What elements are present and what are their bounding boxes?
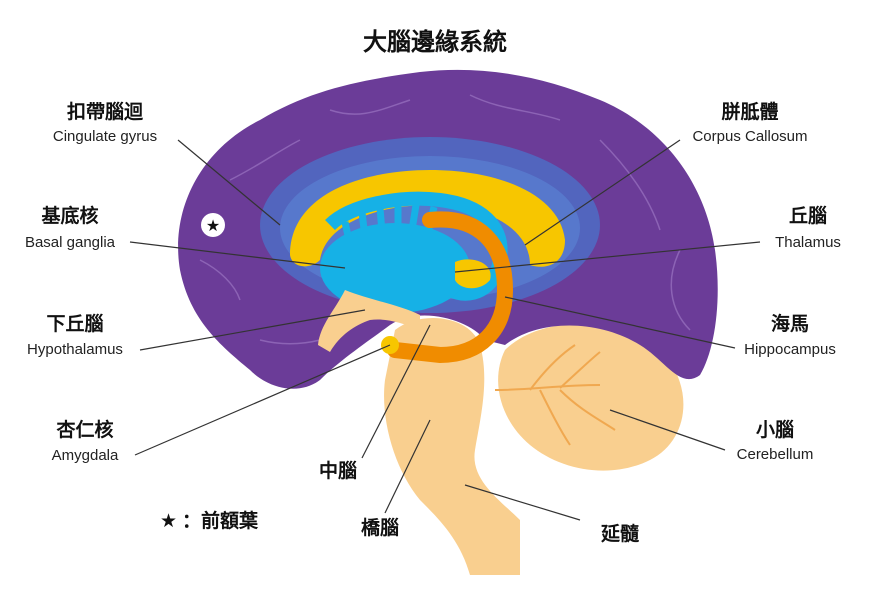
svg-text:Corpus Callosum: Corpus Callosum [692, 128, 807, 145]
label-amygdala: 杏仁核 Amygdala [52, 418, 119, 464]
diagram-title: 大腦邊緣系統 [363, 28, 507, 56]
svg-text:Cerebellum: Cerebellum [737, 446, 814, 463]
svg-text:★: ★ [160, 510, 177, 532]
legend-prefrontal: ★ ：前額葉 [160, 509, 259, 532]
hypothalamus [318, 290, 420, 352]
prefrontal-marker [201, 213, 225, 237]
label-thalamus: 丘腦 Thalamus [775, 204, 841, 251]
label-cerebellum: 小腦 Cerebellum [737, 418, 814, 463]
svg-text:：前額葉: ：前額葉 [182, 509, 259, 532]
svg-text:Hypothalamus: Hypothalamus [27, 341, 123, 358]
hippocampus [387, 211, 514, 364]
label-hypothalamus: 下丘腦 Hypothalamus [27, 312, 123, 358]
svg-text:下丘腦: 下丘腦 [46, 312, 103, 335]
svg-text:胼胝體: 胼胝體 [721, 100, 778, 123]
svg-text:海馬: 海馬 [771, 312, 809, 335]
svg-text:基底核: 基底核 [40, 204, 98, 227]
star-icon: ★ [206, 216, 220, 235]
brainstem [384, 318, 520, 575]
label-midbrain: 中腦 [319, 459, 357, 482]
svg-text:Thalamus: Thalamus [775, 234, 841, 251]
leader-lines [129, 139, 761, 521]
thalamus-posterior [455, 259, 491, 289]
label-corpus-callosum: 胼胝體 Corpus Callosum [692, 100, 807, 145]
fornix [325, 191, 508, 301]
svg-text:杏仁核: 杏仁核 [55, 418, 113, 441]
svg-text:Amygdala: Amygdala [52, 447, 119, 464]
thalamus [320, 223, 470, 313]
svg-text:丘腦: 丘腦 [789, 204, 827, 227]
corpus-callosum [290, 170, 565, 267]
svg-text:扣帶腦迴: 扣帶腦迴 [67, 100, 144, 123]
svg-text:小腦: 小腦 [756, 418, 794, 441]
cortex-folds [199, 94, 691, 345]
label-hippocampus: 海馬 Hippocampus [744, 312, 836, 358]
label-medulla: 延髓 [600, 522, 640, 545]
svg-text:Hippocampus: Hippocampus [744, 341, 836, 358]
cerebellum [498, 323, 684, 471]
label-basal-ganglia: 基底核 Basal ganglia [25, 204, 116, 251]
label-cingulate: 扣帶腦迴 Cingulate gyrus [53, 100, 157, 145]
svg-text:Cingulate gyrus: Cingulate gyrus [53, 128, 157, 145]
label-pons: 橋腦 [361, 516, 399, 539]
svg-text:Basal ganglia: Basal ganglia [25, 234, 116, 251]
cerebellum-arbor [494, 344, 616, 446]
